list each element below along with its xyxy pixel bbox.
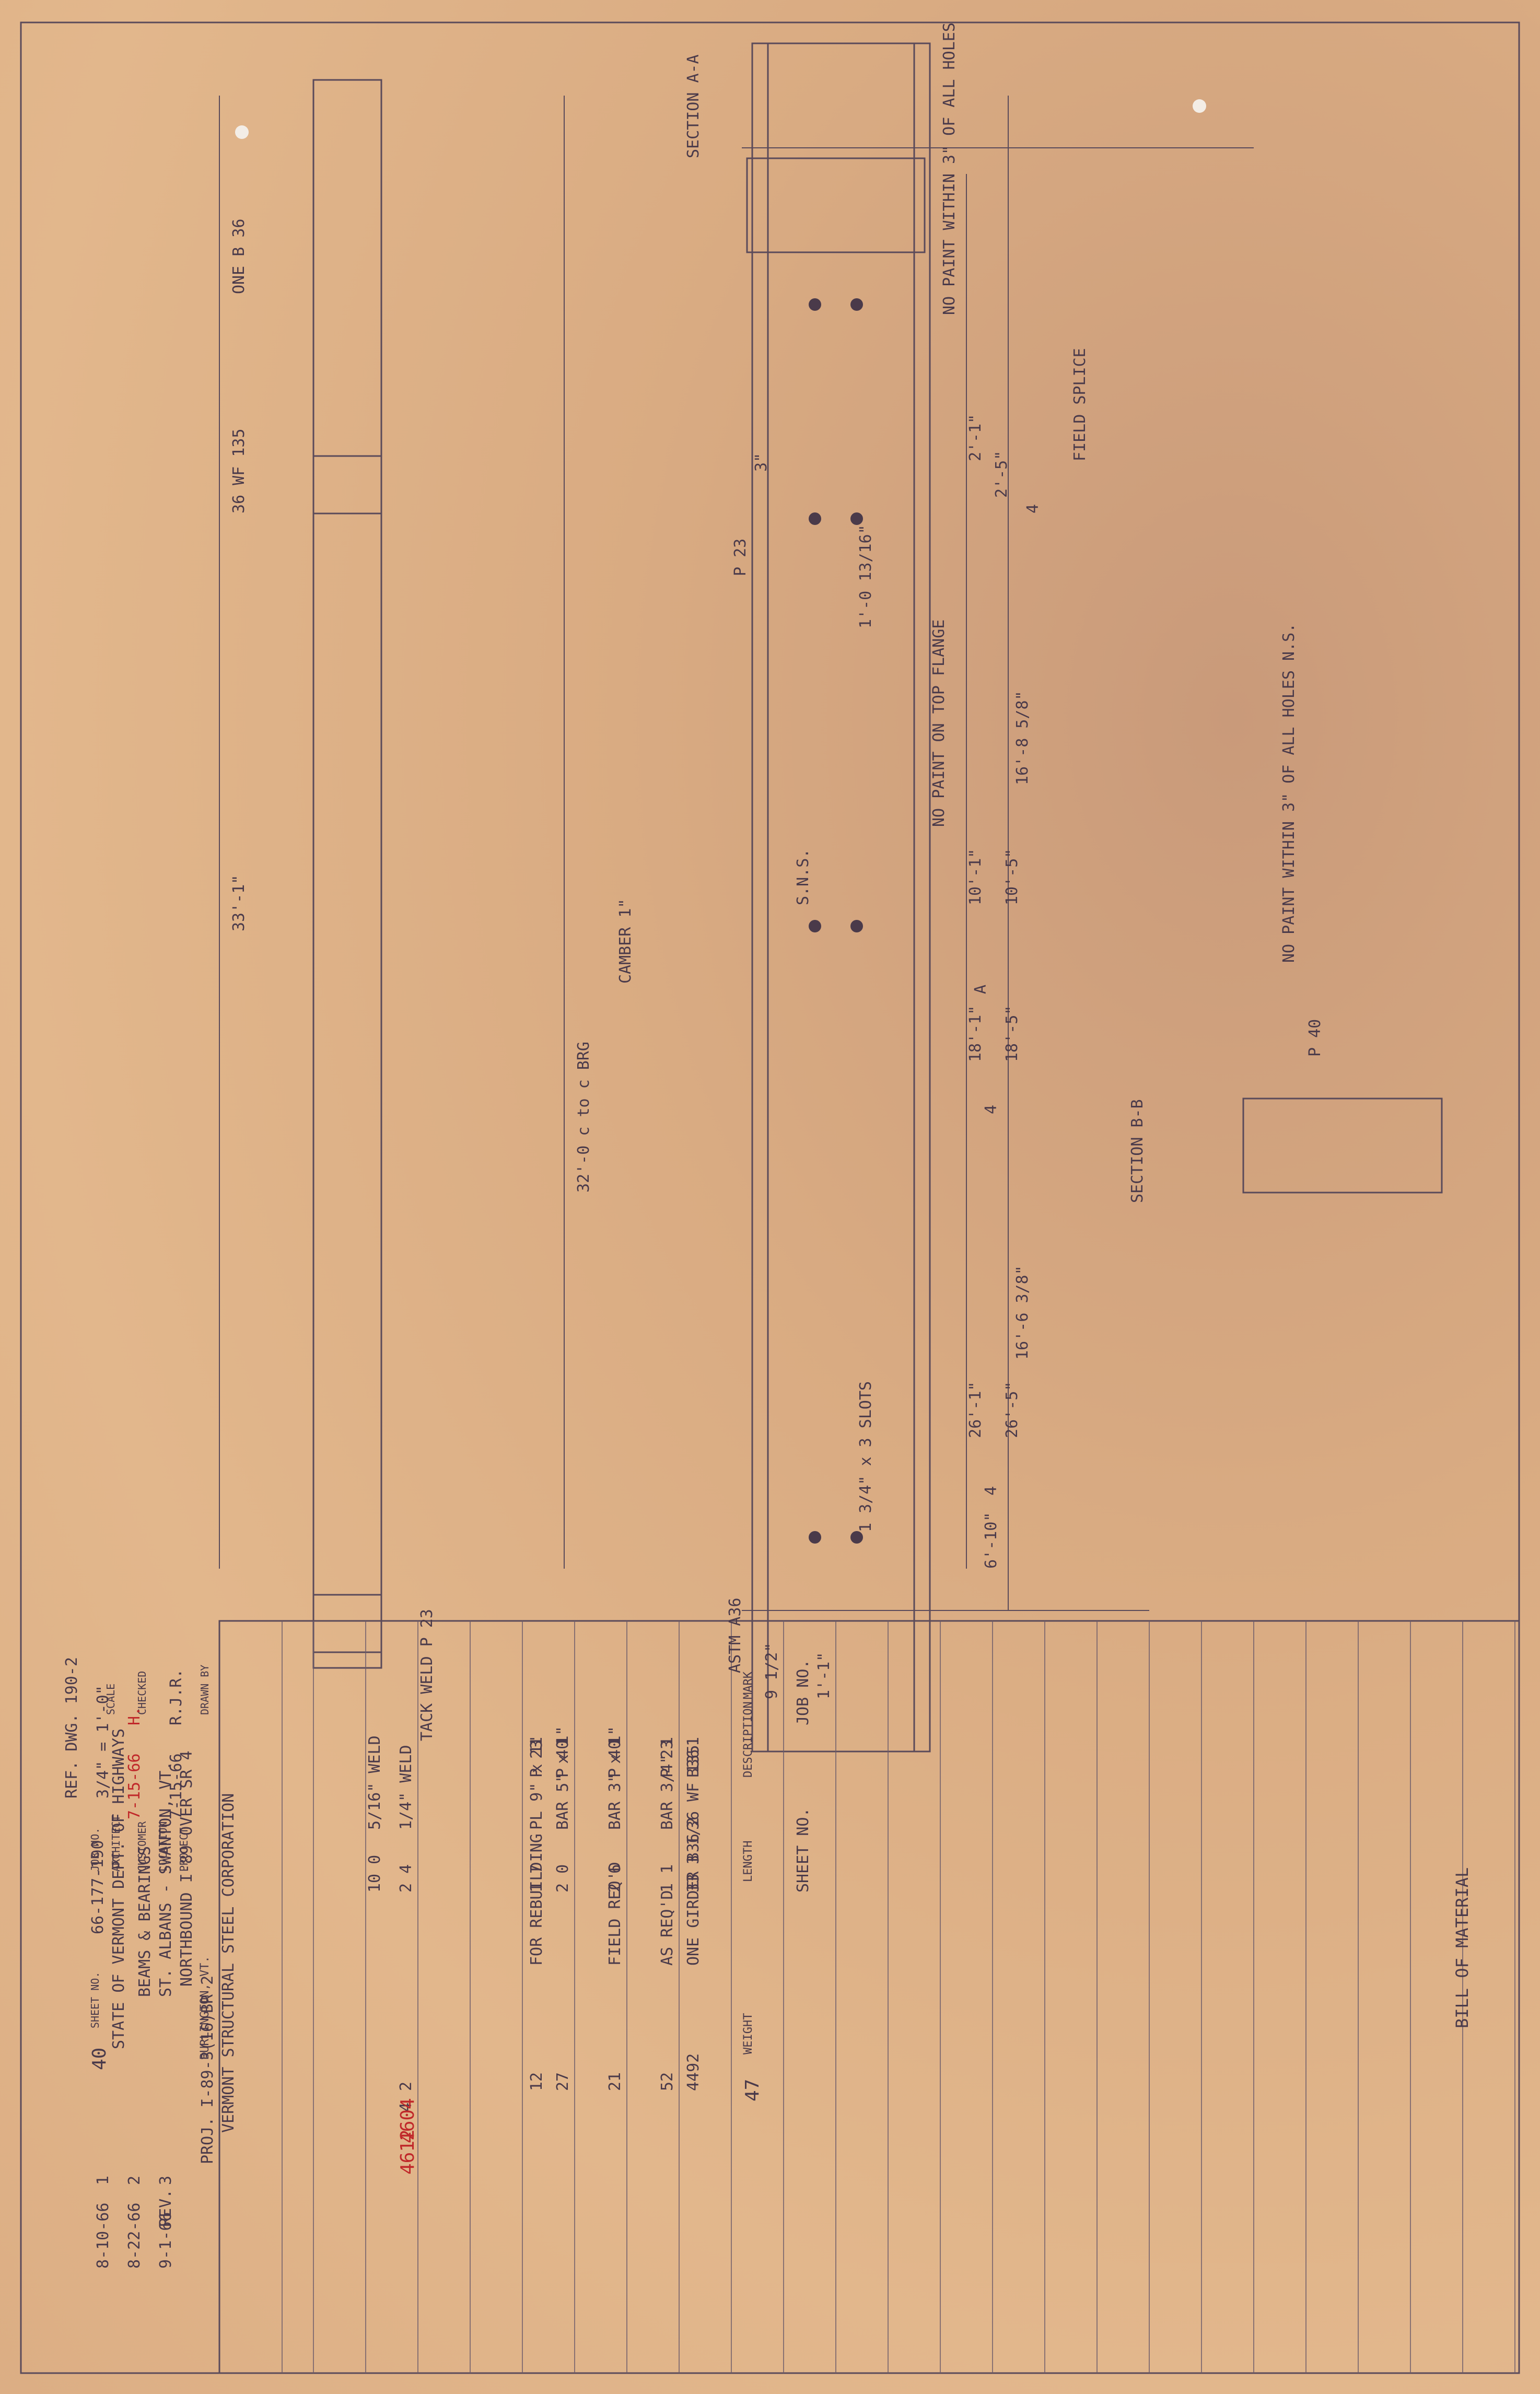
- tb-rev-no: 1: [94, 2175, 112, 2185]
- bom-row-weight: 4492: [684, 2053, 703, 2091]
- tb-sheet-no: 40: [89, 2047, 110, 2070]
- no-paint-note: NO PAINT WITHIN 3" OF ALL HOLES: [940, 22, 959, 315]
- slots-label: 1 3/4" x 3 SLOTS: [857, 1381, 875, 1532]
- dim-13: 3": [752, 452, 771, 472]
- tb-rev-date: 8-22-66: [125, 2202, 144, 2269]
- girder-plan: [312, 79, 382, 1669]
- dim-6: 18'-1": [966, 1005, 985, 1062]
- tb-customer: BEAMS & BEARINGS: [136, 1846, 154, 1997]
- tb-drawn-label: DRAWN BY: [199, 1664, 211, 1715]
- punch-hole: [235, 125, 249, 139]
- no-paint-top-flange: NO PAINT ON TOP FLANGE: [930, 619, 948, 827]
- sheet-border: [20, 21, 1520, 2374]
- dim-9: 26'-5": [1003, 1381, 1021, 1438]
- girder-elevation: [751, 42, 931, 1753]
- bom-header-description: DESCRIPTION: [742, 1701, 755, 1778]
- plate-40-label: P 40: [1306, 1019, 1324, 1057]
- section-a-marker: A: [972, 984, 990, 994]
- girder-section: 36 WF 135: [230, 428, 248, 513]
- no-paint-note-2: NO PAINT WITHIN 3" OF ALL HOLES N.S.: [1280, 623, 1298, 963]
- bom-sheet-no: SHEET NO.: [794, 1807, 812, 1893]
- plate-23-label: P 23: [731, 538, 750, 576]
- tb-drawn-date: 7-15-66: [167, 1753, 185, 1819]
- bom-weld-2: 5/16" WELD: [366, 1735, 384, 1830]
- bom-weld-1: 1/4" WELD: [397, 1745, 415, 1830]
- sns-note: S.N.S.: [794, 848, 812, 905]
- bom-job-no: JOB NO.: [794, 1659, 812, 1725]
- bom-row-qty: 1: [658, 1736, 676, 1746]
- dim-3: 1'-0 13/16": [857, 524, 875, 628]
- bom-row-weight: 21: [606, 2072, 624, 2091]
- dim-4: 10'-1": [966, 848, 985, 905]
- bom-row-weight: 52: [658, 2072, 676, 2091]
- dim-10: 6'-10": [982, 1512, 1000, 1569]
- spacing-4b: 4: [982, 1104, 1000, 1114]
- dim-11: 9 1/2": [763, 1642, 781, 1699]
- tb-company: VERMONT STRUCTURAL STEEL CORPORATION: [219, 1793, 238, 2133]
- bom-row-note: FOR REBUILDING: [528, 1834, 546, 1966]
- tb-drawn: R.J.R.: [167, 1668, 185, 1725]
- bom-header-length: LENGTH: [742, 1840, 755, 1882]
- tb-rev-date: 8-10-66: [94, 2202, 112, 2269]
- bom-row-description: PL 9" x 1": [528, 1735, 546, 1830]
- dim-1: 2'-1": [966, 414, 985, 461]
- bom-frame: [218, 1620, 1520, 2374]
- section-aa-label: SECTION A-A: [684, 54, 703, 158]
- dim-total-1: 16'-8 5/8": [1013, 691, 1032, 785]
- overall-length: 33'-1": [230, 874, 248, 931]
- dim-5: 10'-5": [1003, 848, 1021, 905]
- dim-7: 18'-5": [1003, 1005, 1021, 1062]
- bom-row-note: AS REQ'D: [658, 1890, 676, 1966]
- tb-rev-date: 9-1-66: [157, 2212, 175, 2269]
- dim-8: 26'-1": [966, 1381, 985, 1438]
- bom-row-qty: 1: [554, 1736, 572, 1746]
- bom-row-note: FIELD REQ'D: [606, 1862, 624, 1966]
- bom-weld-2-len: 10 0: [366, 1854, 384, 1893]
- bom-row-length: 1 1: [658, 1864, 676, 1893]
- tack-weld-label: TACK WELD P 23: [418, 1609, 436, 1741]
- tb-fed-project: PROJ. I-89-3(16)BR 2: [199, 1975, 217, 2164]
- bom-row-qty: 1: [528, 1736, 546, 1746]
- tb-job-no: 66-177-190: [89, 1840, 107, 1934]
- dim-2: 2'-5": [993, 450, 1011, 498]
- bom-ink-total-2: 4612: [397, 2129, 418, 2175]
- tb-checked: H.: [125, 1706, 144, 1725]
- spacing-4a: 4: [1024, 504, 1042, 513]
- bom-circled-number: 47: [742, 2078, 763, 2101]
- bom-row-qty: 1: [606, 1736, 624, 1746]
- camber-note: CAMBER 1": [616, 898, 635, 984]
- bom-row-note: ONE GIRDER B36: [684, 1834, 703, 1966]
- tb-ref-dwg: REF. DWG. 190-2: [63, 1657, 81, 1799]
- tb-sheet-no-label: SHEET NO.: [89, 1971, 101, 2028]
- tb-checked-date: 7-15-66: [125, 1753, 144, 1819]
- bom-row-weight: 27: [554, 2072, 572, 2091]
- girder-mark: ONE B 36: [230, 218, 248, 295]
- tb-scale: 3/4" = 1'-0": [94, 1685, 112, 1799]
- spacing-4c: 4: [982, 1486, 1000, 1496]
- bom-row-weight: 12: [528, 2072, 546, 2091]
- bom-title: BILL OF MATERIAL: [1452, 1867, 1472, 2028]
- bom-row-length: 2 0: [554, 1864, 572, 1893]
- bom-material-spec: ASTM A36: [726, 1597, 744, 1674]
- bom-header-weight: WEIGHT: [742, 2013, 755, 2054]
- field-splice: FIELD SPLICE: [1071, 348, 1089, 461]
- bom-row-qty: 1: [684, 1736, 703, 1746]
- dim-total-2: 16'-6 3/8": [1013, 1265, 1032, 1360]
- punch-hole: [1193, 99, 1206, 113]
- bom-header-mark: MARK: [742, 1672, 755, 1699]
- brg-length: 32'-0 c to c BRG: [575, 1042, 593, 1193]
- tb-rev-no: 2: [125, 2175, 144, 2185]
- dim-12: 1'-1": [815, 1652, 833, 1699]
- bom-total-1: 2: [397, 2081, 415, 2091]
- bom-weld-1-len: 2 4: [397, 1864, 415, 1893]
- tb-rev-no: 3: [157, 2175, 175, 2185]
- section-bb-label: SECTION B-B: [1128, 1099, 1147, 1203]
- bom-row-description: BAR 3/4": [658, 1754, 676, 1830]
